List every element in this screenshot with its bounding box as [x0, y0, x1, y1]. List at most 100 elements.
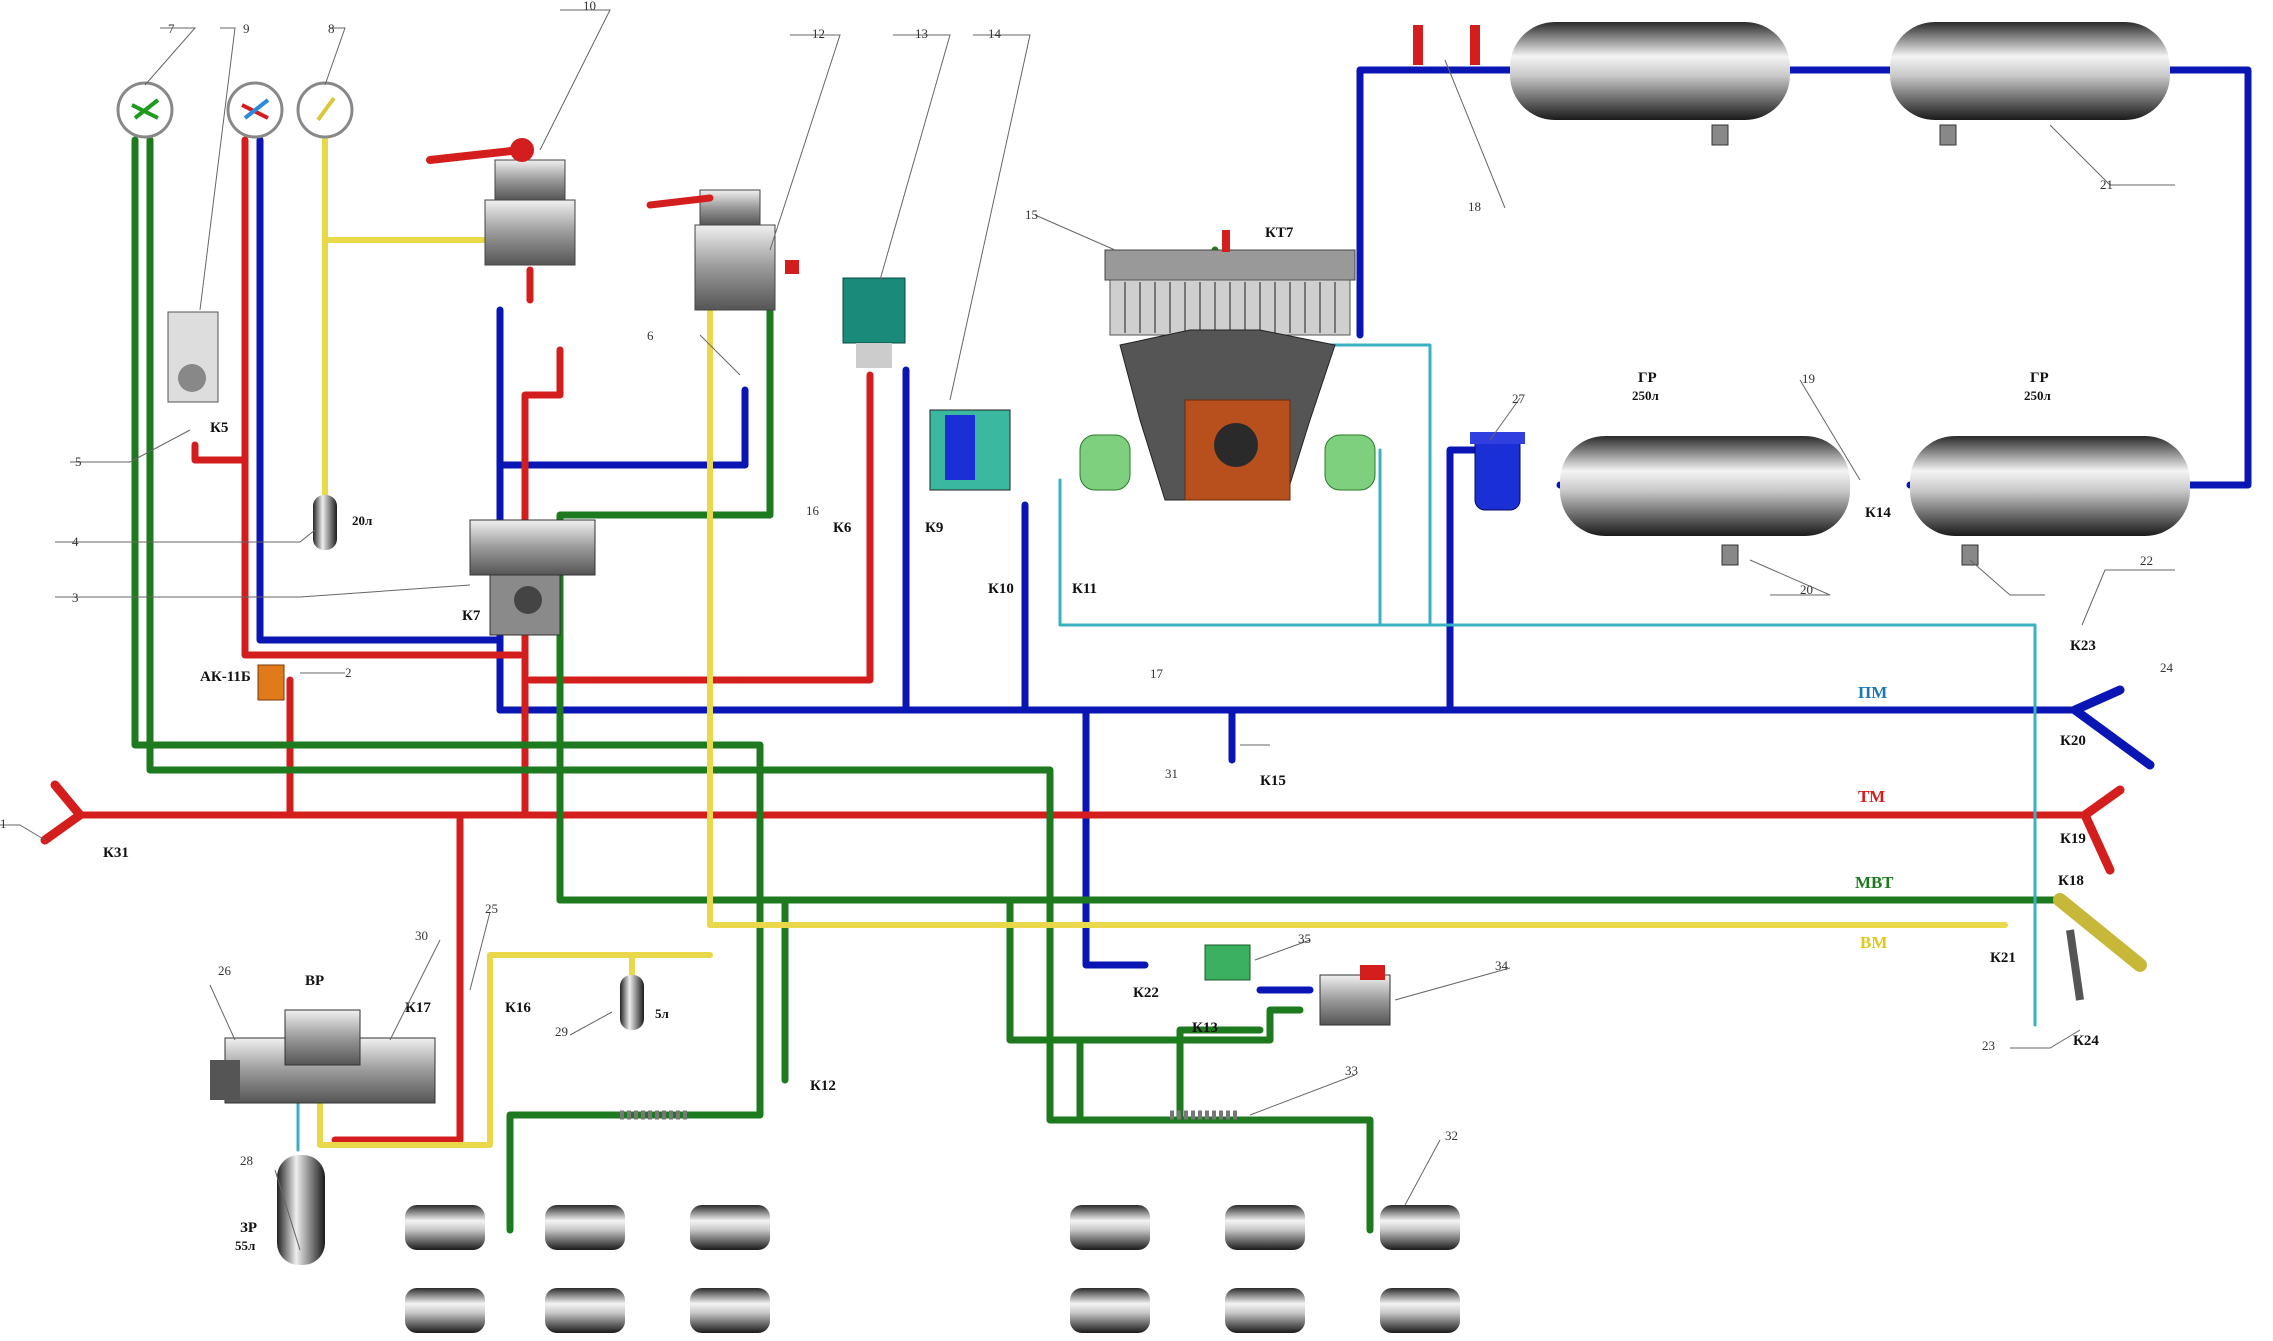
control-block: [469, 519, 596, 636]
cock-label: К12: [810, 1078, 836, 1094]
moisture-separator: [1470, 432, 1525, 511]
main-reservoir-bottom-right: [1910, 436, 2190, 536]
callout-number: 35: [1298, 931, 1311, 946]
callout-number: 21: [2100, 177, 2113, 192]
cock-label: К11: [1072, 581, 1097, 597]
cock-label: К23: [2070, 638, 2096, 654]
brake-cylinders-left: [405, 1205, 770, 1333]
spare-reservoir-volume: 55л: [235, 1238, 255, 1253]
cock-label: К19: [2060, 831, 2086, 847]
main-reservoir-top-right: [1890, 22, 2170, 120]
air-distributor: [210, 1009, 436, 1104]
pressure-gauge-9: [226, 81, 284, 139]
callout-number: 17: [1150, 666, 1164, 681]
cock-label: К15: [1260, 773, 1286, 789]
cock-label: К13: [1192, 1020, 1218, 1036]
reservoir-5l-volume: 5л: [655, 1006, 669, 1021]
relay-valve-35: [1319, 965, 1391, 1026]
callout-number: 31: [1165, 766, 1178, 781]
vm-line-label: ВМ: [1860, 933, 1887, 952]
callout-number: 26: [218, 963, 232, 978]
regulator-14: [929, 409, 1011, 491]
callout-number: 8: [328, 21, 335, 36]
callout-number: 28: [240, 1153, 253, 1168]
cock-label: К5: [210, 420, 228, 436]
mvt-line-label: МВТ: [1855, 873, 1894, 892]
cock-label: К31: [103, 845, 129, 861]
cock-label: К9: [925, 520, 943, 536]
callout-number: 2: [345, 665, 352, 680]
callout-number: 30: [415, 928, 428, 943]
callout-number: 32: [1445, 1128, 1458, 1143]
callout-number: 15: [1025, 207, 1038, 222]
cock-labels: К5 К6 К7 К9 К10 К11 К12 К13 К14 К15 К16 …: [103, 420, 2099, 1094]
callout-number: 1: [0, 816, 7, 831]
pressure-switch-ak: [257, 664, 285, 701]
cock-label: К7: [462, 608, 481, 624]
cock-label: К10: [988, 581, 1014, 597]
reservoir-label-left: ГР: [1638, 370, 1657, 386]
spare-reservoir-label: ЗР: [240, 1220, 257, 1236]
reservoir-drain-cocks: [1711, 124, 1979, 566]
pressure-switch-ak-label: АК-11Б: [200, 669, 251, 685]
cock-label: К21: [1990, 950, 2016, 966]
callout-number: 24: [2160, 660, 2174, 675]
callout-number: 12: [812, 26, 825, 41]
cock-label: К6: [833, 520, 852, 536]
reservoir-volume-right: 250л: [2024, 388, 2051, 403]
callout-number: 20: [1800, 582, 1813, 597]
reservoir-label-right: ГР: [2030, 370, 2049, 386]
callout-number: 29: [555, 1024, 568, 1039]
valve-36: [1204, 944, 1251, 981]
cock-label: К16: [505, 1000, 531, 1016]
callout-leaders: [0, 9, 2175, 1251]
filter-13: [842, 277, 906, 368]
cock-label: К20: [2060, 733, 2086, 749]
pressure-switch-panel: [167, 311, 219, 403]
reservoir-volume-left: 250л: [1632, 388, 1659, 403]
vm-line: [317, 137, 2008, 1148]
auxiliary-brake-valve: [646, 189, 799, 311]
tm-line-label: ТМ: [1858, 787, 1885, 806]
callout-number: 34: [1495, 958, 1509, 973]
callout-number: 33: [1345, 1063, 1358, 1078]
callout-number: 14: [988, 26, 1002, 41]
callout-number: 13: [915, 26, 928, 41]
main-reservoir-top-left: [1510, 22, 1790, 120]
callout-number: 6: [647, 328, 654, 343]
cock-label: К14: [1865, 505, 1891, 521]
callout-number: 16: [806, 503, 820, 518]
callout-number: 23: [1982, 1038, 1995, 1053]
coupling-hose-tm-left: [40, 780, 85, 845]
mvt-line: [131, 136, 2064, 1234]
compressor-label: КТ7: [1265, 225, 1294, 241]
cock-label: К24: [2073, 1033, 2099, 1049]
callout-number: 18: [1468, 199, 1481, 214]
reservoir-20l: [313, 495, 337, 550]
pressure-gauge-8: [296, 81, 354, 139]
coupling-hose-pm-right: [2070, 685, 2155, 770]
coupling-hose-mvt-vm-right: [2053, 893, 2147, 1001]
pm-line-label: ПМ: [1858, 683, 1887, 702]
callout-number: 25: [485, 901, 498, 916]
callout-number: 4: [72, 534, 79, 549]
brake-cylinders-right: [1070, 1205, 1460, 1333]
callout-number: 9: [243, 21, 250, 36]
safety-valves: [1413, 25, 1480, 65]
reservoir-5l: [620, 975, 644, 1030]
cock-label: К17: [405, 1000, 431, 1016]
callout-number: 22: [2140, 553, 2153, 568]
callout-number: 19: [1802, 371, 1815, 386]
callout-number: 3: [72, 590, 79, 605]
callout-number: 27: [1512, 391, 1526, 406]
air-distributor-label: ВР: [305, 973, 324, 989]
callout-number: 7: [168, 21, 175, 36]
coupling-hose-tm-right: [2080, 785, 2125, 875]
callout-number: 5: [75, 454, 82, 469]
cock-label: К22: [1133, 985, 1159, 1001]
spare-reservoir: [277, 1155, 325, 1265]
callout-numbers: 1 2 3 4 5 6 7 8 9 10 12 13 14 15 16 17 1…: [0, 0, 2174, 1168]
drivers-brake-valve: [426, 138, 576, 266]
callout-number: 10: [583, 0, 596, 13]
